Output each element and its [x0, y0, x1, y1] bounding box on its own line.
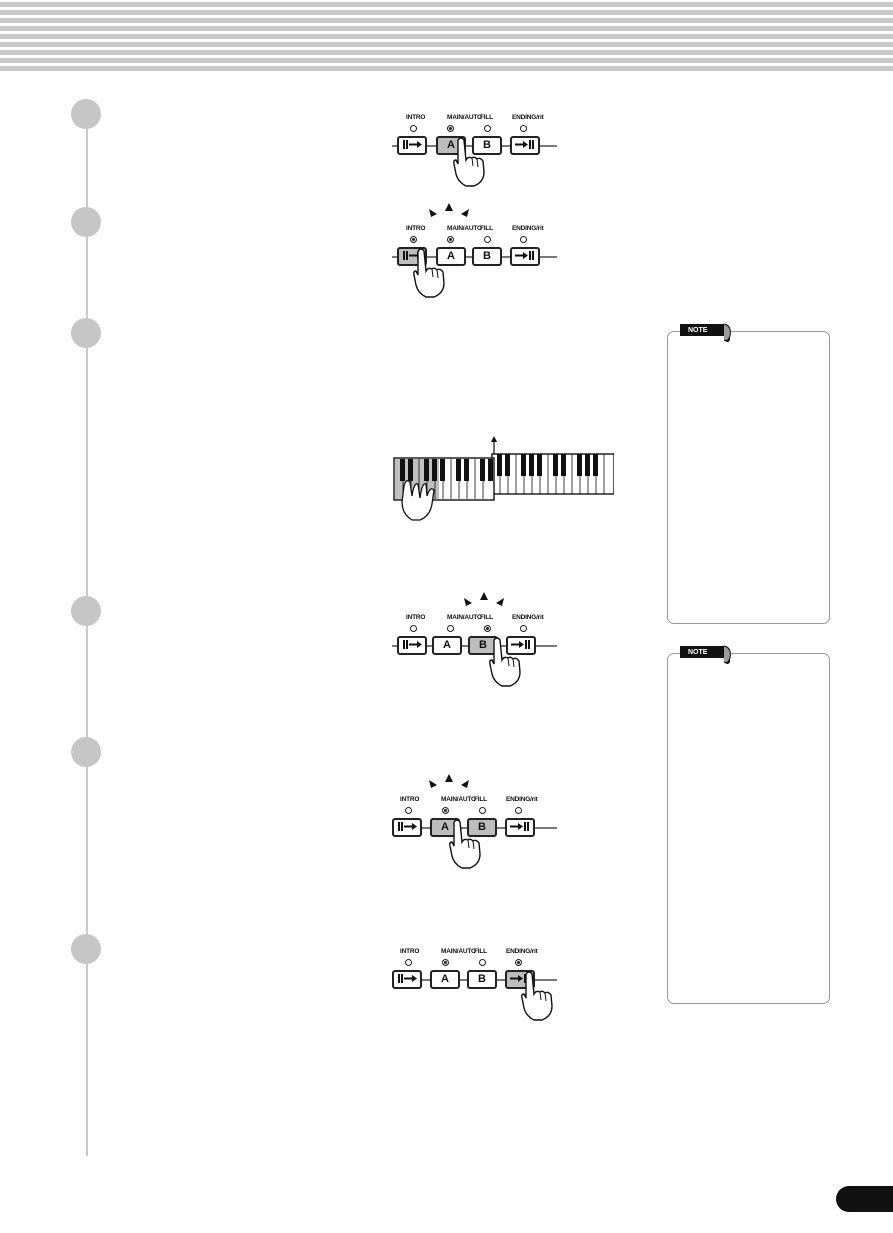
- note-box-2: NOTE: [667, 645, 830, 1004]
- main-b-button[interactable]: B: [468, 636, 498, 655]
- ending-button[interactable]: [510, 136, 540, 155]
- main-led: [447, 236, 454, 243]
- fill-led: [479, 959, 486, 966]
- ending-button[interactable]: [510, 247, 540, 266]
- flash-indicator-icon: [464, 592, 504, 606]
- intro-led: [410, 625, 417, 632]
- main-b-button[interactable]: B: [472, 247, 502, 266]
- main-led: [442, 807, 449, 814]
- main-auto-label: MAIN/AUTO: [447, 614, 482, 621]
- style-control-panel-1: INTRO MAIN/AUTO FILL ENDING/rit A B: [392, 114, 567, 194]
- ending-label: ENDING/rit: [506, 796, 538, 803]
- main-led: [447, 125, 454, 132]
- keyboard-split-arrow-icon: [491, 436, 497, 442]
- fill-led: [484, 625, 491, 632]
- ending-label: ENDING/rit: [512, 614, 544, 621]
- ending-stop-icon: [515, 251, 534, 260]
- ending-button[interactable]: [506, 636, 536, 655]
- note-tag-icon: [680, 323, 731, 342]
- intro-label: INTRO: [406, 114, 426, 121]
- intro-led: [405, 807, 412, 814]
- main-a-button[interactable]: A: [436, 247, 466, 266]
- main-b-button[interactable]: B: [472, 136, 502, 155]
- main-auto-label: MAIN/AUTO: [447, 225, 482, 232]
- ending-led: [520, 625, 527, 632]
- flash-indicator-icon: [429, 774, 469, 788]
- fill-label: FILL: [480, 614, 493, 621]
- step-marker-4: [71, 596, 101, 626]
- intro-label: INTRO: [400, 796, 420, 803]
- intro-start-icon: [403, 140, 422, 149]
- intro-button[interactable]: [397, 636, 427, 655]
- note-label: NOTE: [688, 327, 708, 334]
- main-b-button[interactable]: B: [467, 818, 497, 837]
- intro-label: INTRO: [406, 614, 426, 621]
- header-stripes: [0, 0, 893, 74]
- step-marker-5: [71, 737, 101, 767]
- style-control-panel-5: INTRO MAIN/AUTO FILL ENDING/rit A B: [392, 774, 567, 876]
- main-b-button[interactable]: B: [467, 970, 497, 989]
- intro-start-icon: [403, 640, 422, 649]
- ending-stop-icon: [511, 640, 530, 649]
- flash-indicator-icon: [429, 203, 469, 217]
- fill-label: FILL: [474, 948, 487, 955]
- ending-label: ENDING/rit: [512, 225, 544, 232]
- style-control-panel-6: INTRO MAIN/AUTO FILL ENDING/rit A B: [392, 948, 567, 1028]
- fill-label: FILL: [474, 796, 487, 803]
- hand-pointer-icon: [489, 637, 521, 687]
- main-auto-label: MAIN/AUTO: [447, 114, 482, 121]
- step-marker-1: [71, 99, 101, 129]
- fill-led: [479, 807, 486, 814]
- note-tag-icon: [680, 645, 731, 664]
- left-hand-icon: [401, 480, 435, 521]
- intro-led: [410, 125, 417, 132]
- main-led: [442, 959, 449, 966]
- ending-led: [515, 807, 522, 814]
- fill-label: FILL: [480, 225, 493, 232]
- intro-start-icon: [398, 974, 417, 983]
- intro-led: [405, 959, 412, 966]
- ending-stop-icon: [515, 140, 534, 149]
- intro-button[interactable]: [392, 970, 422, 989]
- ending-led: [520, 236, 527, 243]
- ending-button[interactable]: [505, 818, 535, 837]
- ending-label: ENDING/rit: [512, 114, 544, 121]
- main-a-button[interactable]: A: [432, 636, 462, 655]
- step-marker-2: [71, 207, 101, 237]
- style-control-panel-2: INTRO MAIN/AUTO FILL ENDING/rit A B: [392, 203, 567, 305]
- ending-stop-icon: [510, 822, 529, 831]
- intro-start-icon: [398, 822, 417, 831]
- step-marker-3: [71, 318, 101, 348]
- intro-label: INTRO: [400, 948, 420, 955]
- hand-pointer-icon: [413, 248, 445, 298]
- hand-pointer-icon: [453, 137, 485, 187]
- note-label: NOTE: [688, 649, 708, 656]
- step-marker-6: [71, 934, 101, 964]
- fill-led: [484, 236, 491, 243]
- style-control-panel-4: INTRO MAIN/AUTO FILL ENDING/rit A B: [392, 592, 567, 694]
- step-timeline: [86, 114, 88, 1156]
- main-led: [447, 625, 454, 632]
- main-auto-label: MAIN/AUTO: [441, 796, 476, 803]
- fill-label: FILL: [480, 114, 493, 121]
- main-auto-label: MAIN/AUTO: [441, 948, 476, 955]
- main-a-button[interactable]: A: [430, 970, 460, 989]
- hand-pointer-icon: [521, 971, 553, 1021]
- page-number-tab: [836, 1186, 893, 1212]
- keyboard-illustration: [393, 436, 614, 521]
- intro-button[interactable]: [392, 818, 422, 837]
- ending-label: ENDING/rit: [506, 948, 538, 955]
- intro-label: INTRO: [406, 225, 426, 232]
- ending-led: [520, 125, 527, 132]
- hand-pointer-icon: [449, 819, 481, 869]
- intro-led: [410, 236, 417, 243]
- intro-button[interactable]: [397, 136, 427, 155]
- ending-led: [515, 959, 522, 966]
- fill-led: [484, 125, 491, 132]
- note-box-1: NOTE: [667, 323, 830, 624]
